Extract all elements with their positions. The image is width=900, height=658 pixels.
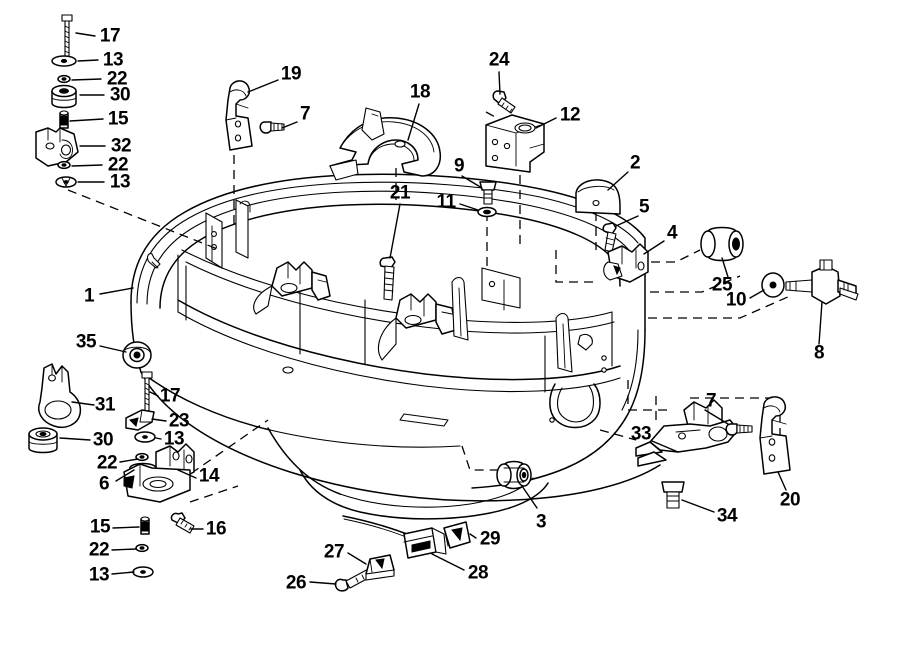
callout-1-main-cowl[interactable]: 1 xyxy=(83,285,95,307)
cowl-latch-center xyxy=(253,261,331,315)
callout-28[interactable]: 28 xyxy=(467,562,489,584)
part-14-bracket xyxy=(123,443,195,503)
callout-13-lower-left-2[interactable]: 13 xyxy=(88,564,110,586)
callout-4[interactable]: 4 xyxy=(666,222,678,244)
part-16-screw xyxy=(170,512,195,534)
callout-6[interactable]: 6 xyxy=(98,473,110,495)
part-11-washer xyxy=(477,206,497,218)
callout-16[interactable]: 16 xyxy=(205,518,227,540)
part-3-grommet xyxy=(496,460,532,490)
callout-22-lower-left-2[interactable]: 22 xyxy=(88,539,110,561)
callout-13-lower-left[interactable]: 13 xyxy=(163,428,185,450)
part-13-washer-bottom xyxy=(132,566,154,578)
part-22-washer-lower xyxy=(135,452,149,462)
callout-3[interactable]: 3 xyxy=(535,511,547,533)
callout-7-lower[interactable]: 7 xyxy=(705,390,717,412)
part-12-bracket xyxy=(485,114,545,173)
part-35-grommet xyxy=(122,341,152,369)
part-4-clamp xyxy=(603,243,649,283)
callout-10[interactable]: 10 xyxy=(725,289,747,311)
callout-5[interactable]: 5 xyxy=(638,196,650,218)
main-cowl-body xyxy=(130,173,661,520)
part-22-washer-bottom xyxy=(135,543,149,553)
part-34-screw xyxy=(661,481,685,509)
part-30-grommet-lower xyxy=(28,427,58,454)
callout-22-upper-left[interactable]: 22 xyxy=(106,68,128,90)
callout-15-upper-left[interactable]: 15 xyxy=(107,108,129,130)
callout-34[interactable]: 34 xyxy=(716,505,738,527)
callout-2[interactable]: 2 xyxy=(629,152,641,174)
callout-17-upper-left[interactable]: 17 xyxy=(99,25,121,47)
part-27-clip xyxy=(365,554,395,581)
part-32-bracket xyxy=(35,127,79,167)
callout-13-upper-left-2[interactable]: 13 xyxy=(109,171,131,193)
callout-20[interactable]: 20 xyxy=(779,489,801,511)
cowl-latch-right xyxy=(378,293,457,361)
part-13-washer-upper xyxy=(51,55,77,67)
part-28-connector xyxy=(342,515,447,559)
callout-21[interactable]: 21 xyxy=(389,182,411,204)
callout-8[interactable]: 8 xyxy=(813,342,825,364)
callout-17-lower-left[interactable]: 17 xyxy=(159,385,181,407)
part-31-lever xyxy=(38,363,82,428)
callout-26[interactable]: 26 xyxy=(285,572,307,594)
callout-9[interactable]: 9 xyxy=(453,155,465,177)
callout-14[interactable]: 14 xyxy=(198,465,220,487)
callout-15-lower-left[interactable]: 15 xyxy=(89,516,111,538)
part-25-bushing xyxy=(700,226,744,262)
part-13-washer-upper-2 xyxy=(55,176,77,188)
part-19-bracket xyxy=(225,80,253,151)
callout-7-upper[interactable]: 7 xyxy=(299,103,311,125)
callout-13-upper-left[interactable]: 13 xyxy=(102,49,124,71)
part-9-screw xyxy=(479,181,497,205)
part-15-bushing-upper xyxy=(59,110,69,129)
part-13-washer-lower xyxy=(134,431,156,443)
callout-33[interactable]: 33 xyxy=(630,423,652,445)
part-33-bracket xyxy=(635,399,739,467)
callout-27[interactable]: 27 xyxy=(323,541,345,563)
callout-32[interactable]: 32 xyxy=(110,135,132,157)
callout-22-upper-left-2[interactable]: 22 xyxy=(107,154,129,176)
callout-30-lower-left[interactable]: 30 xyxy=(92,429,114,451)
leader-lines xyxy=(59,32,823,585)
part-20-bracket xyxy=(759,396,791,475)
part-8-fuel-connector xyxy=(785,259,859,305)
part-15-bushing-lower xyxy=(140,516,150,535)
callout-23[interactable]: 23 xyxy=(168,410,190,432)
callout-24[interactable]: 24 xyxy=(488,49,510,71)
callout-19[interactable]: 19 xyxy=(280,63,302,85)
callout-35[interactable]: 35 xyxy=(75,331,97,353)
callout-22-lower-left[interactable]: 22 xyxy=(96,452,118,474)
part-29-clip xyxy=(443,521,471,549)
part-10-washer xyxy=(761,272,785,298)
part-7-screw-upper xyxy=(259,121,285,134)
callout-12[interactable]: 12 xyxy=(559,104,581,126)
part-18-retainer xyxy=(329,107,442,181)
callout-31[interactable]: 31 xyxy=(94,394,116,416)
part-5-screw xyxy=(602,222,617,253)
part-22-washer-upper xyxy=(57,74,71,84)
callout-18[interactable]: 18 xyxy=(409,81,431,103)
part-30-grommet-upper xyxy=(51,84,77,109)
callout-29[interactable]: 29 xyxy=(479,528,501,550)
part-22-washer-upper-2 xyxy=(57,160,71,170)
part-23-clip xyxy=(125,409,155,431)
part-21-screw xyxy=(379,256,396,301)
callout-30-upper-left[interactable]: 30 xyxy=(109,84,131,106)
cowl-rib-left xyxy=(205,199,251,269)
callout-25[interactable]: 25 xyxy=(711,274,733,296)
part-7-screw-lower xyxy=(725,423,753,436)
callout-11[interactable]: 11 xyxy=(436,191,456,213)
part-24-screw xyxy=(492,90,516,114)
